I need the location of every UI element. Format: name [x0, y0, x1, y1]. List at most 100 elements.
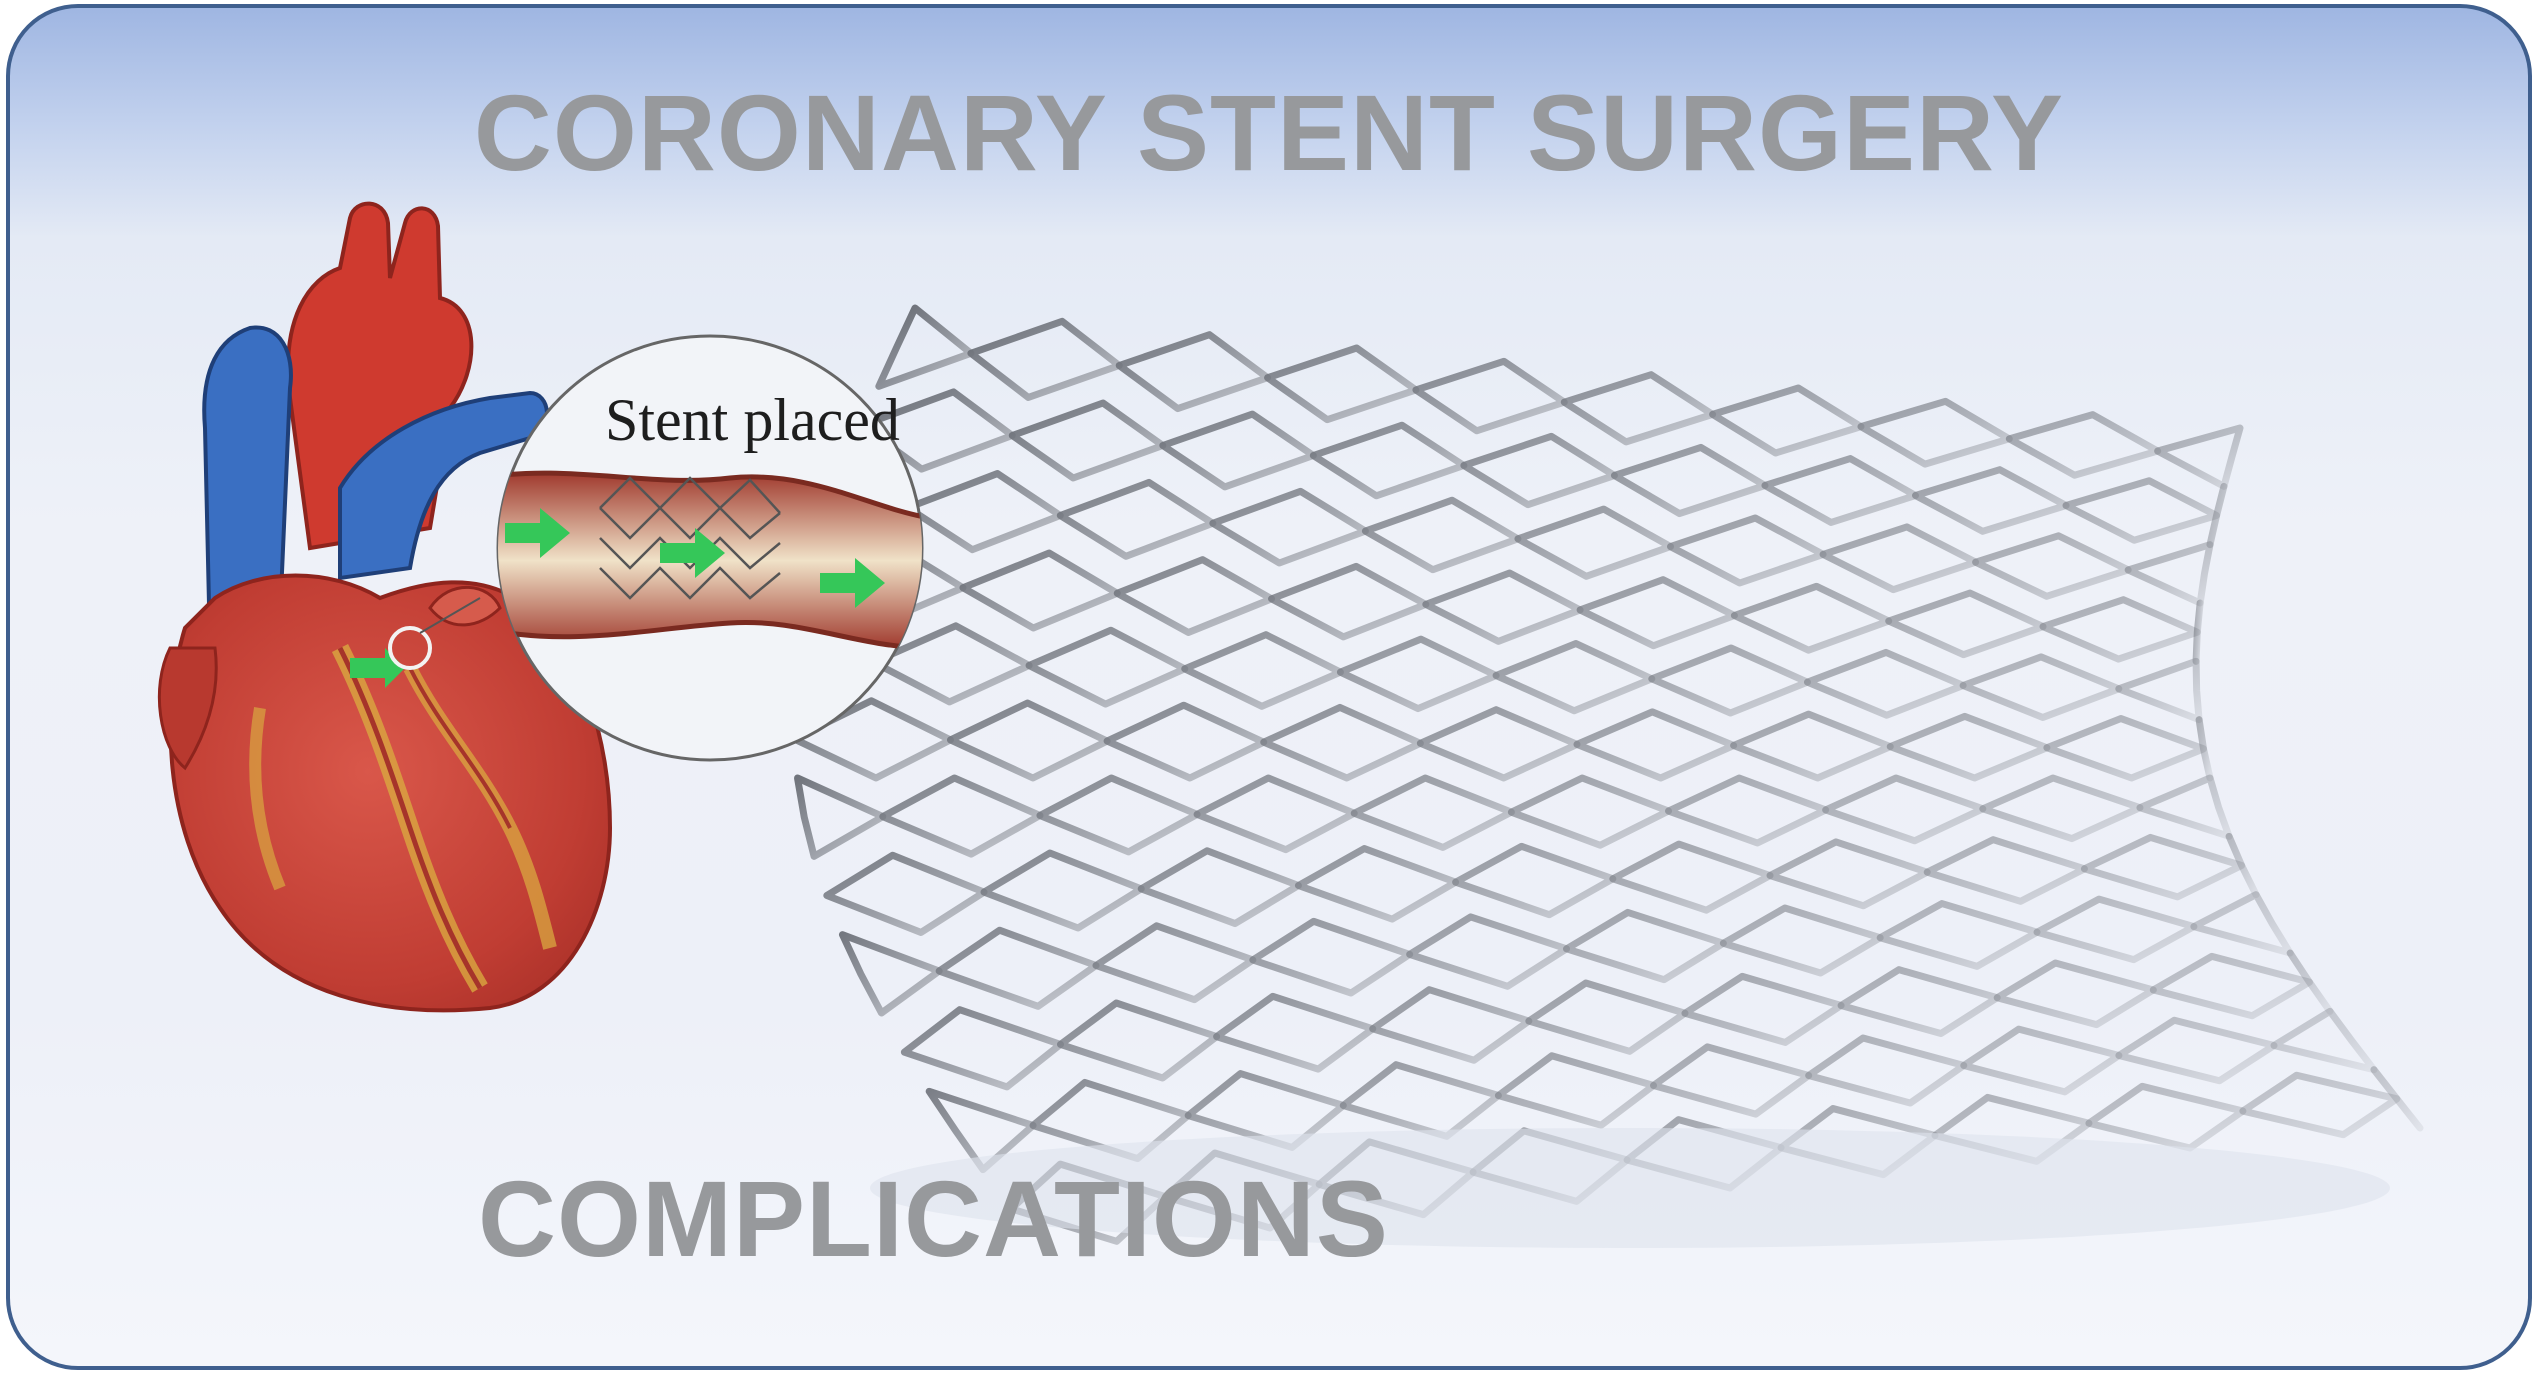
stent-cell — [1709, 384, 1865, 457]
stent-cell — [1979, 774, 2144, 843]
stent-cell — [2190, 891, 2294, 957]
stent-cell — [1494, 1052, 1658, 1129]
stent-cell — [1876, 900, 2041, 970]
stent-cell — [1667, 514, 1827, 587]
stent-cell — [1576, 576, 1738, 650]
stent-cell — [1336, 635, 1500, 713]
stent-cell — [2115, 657, 2203, 724]
stent-cell — [1563, 908, 1727, 984]
stent-cell — [1025, 626, 1189, 708]
stent-cell — [1406, 913, 1571, 990]
stent-cell — [1294, 845, 1460, 923]
stent-cell — [1249, 917, 1414, 997]
stent-cell — [1514, 505, 1675, 580]
stent-cell — [1309, 421, 1468, 500]
stent-cell — [1350, 774, 1515, 851]
stent-cell — [1181, 631, 1344, 710]
stent-cell — [1560, 371, 1717, 446]
stent-cell — [2115, 1016, 2278, 1085]
stent-cell — [1369, 986, 1533, 1064]
stent-cell — [1819, 523, 1980, 594]
stent-cell — [1361, 496, 1522, 574]
stent-cell — [2043, 715, 2208, 782]
stent-cell — [1730, 710, 1894, 782]
stent-cell — [2080, 833, 2246, 901]
illustration: Stent placed — [157, 201, 2424, 1248]
stent-cell — [1036, 774, 1201, 856]
stent-cell — [2192, 599, 2204, 665]
stent-cell — [1650, 1043, 1813, 1118]
callout-label: Stent placed — [605, 387, 900, 453]
stent-cell — [2039, 596, 2201, 663]
stent-cell — [1648, 644, 1811, 717]
stent-cell — [838, 931, 943, 1017]
stent-cell — [2154, 424, 2244, 490]
stent-cell — [1452, 842, 1617, 919]
stent-cell — [1113, 556, 1276, 636]
stent-cell — [1525, 979, 1689, 1055]
stent-cell — [1923, 836, 2088, 905]
page-title: CORONARY STENT SURGERY — [473, 72, 2065, 193]
stent-cell — [1610, 443, 1769, 518]
stent-cell — [2195, 716, 2214, 782]
stent-cell — [2062, 477, 2221, 544]
stent-cell — [1056, 478, 1217, 560]
stent-cell — [1609, 840, 1774, 914]
stent-cell — [1416, 706, 1581, 782]
stent-cell — [1857, 397, 2013, 468]
stent-cell — [904, 470, 1064, 554]
stent-cell — [1057, 999, 1221, 1082]
stent-cell — [1993, 959, 2157, 1029]
stent-cell — [1193, 774, 1358, 854]
stent-cell — [879, 774, 1044, 858]
stent-cell — [2005, 411, 2162, 479]
heart-icon — [157, 201, 613, 1013]
stent-cell — [1115, 331, 1272, 413]
stent-cell — [794, 774, 887, 860]
stent-cell — [858, 388, 1016, 473]
stent-cell — [980, 849, 1145, 932]
stent-cell — [1805, 1034, 1968, 1107]
stent-shadow — [870, 1128, 2390, 1248]
stent-cell — [1959, 653, 2123, 721]
stent-cell — [1339, 1061, 1502, 1140]
stent-cell — [1264, 344, 1420, 424]
stent-cell — [2270, 1007, 2378, 1074]
stent-cell — [1422, 569, 1584, 645]
stent-cell — [1761, 455, 1919, 526]
stent-cell — [2033, 895, 2198, 964]
stent-cell — [1885, 589, 2047, 659]
stent-cell — [1492, 640, 1656, 715]
stent-cell — [1260, 703, 1424, 782]
stent-icon — [789, 304, 2424, 1245]
stent-cell — [1912, 466, 2070, 535]
stent-cell — [2136, 774, 2233, 840]
stent-cell — [869, 622, 1033, 706]
page-subtitle: COMPLICATIONS — [478, 1158, 1389, 1279]
stent-cell — [1137, 847, 1302, 928]
stent-cell — [1268, 562, 1430, 641]
stent-cell — [1837, 966, 2001, 1038]
stent-cell — [2149, 952, 2313, 1020]
stent-cell — [2085, 1082, 2247, 1152]
stent-cell — [875, 304, 975, 390]
stent-cell — [1803, 648, 1967, 719]
stent-cell — [1972, 532, 2132, 600]
stent-cell — [1008, 399, 1167, 482]
stent-cell — [1719, 904, 1884, 977]
stent-cell — [946, 699, 1111, 782]
stent-cell — [1092, 922, 1257, 1004]
stent-cell — [823, 851, 988, 936]
stent-cell — [1665, 774, 1830, 847]
stent-cell — [1507, 774, 1673, 849]
stent-cell — [1886, 712, 2051, 782]
stent-cell — [1412, 357, 1568, 435]
stent-cell — [959, 549, 1121, 632]
stent-cell — [1960, 1025, 2123, 1096]
stent-cell — [1822, 774, 1987, 845]
artery-icon: Stent placed — [496, 334, 924, 762]
stent-cell — [2124, 541, 2214, 607]
stent-cell — [967, 317, 1123, 401]
stent-cell — [2239, 1071, 2401, 1139]
stent-cell — [1766, 838, 1931, 910]
